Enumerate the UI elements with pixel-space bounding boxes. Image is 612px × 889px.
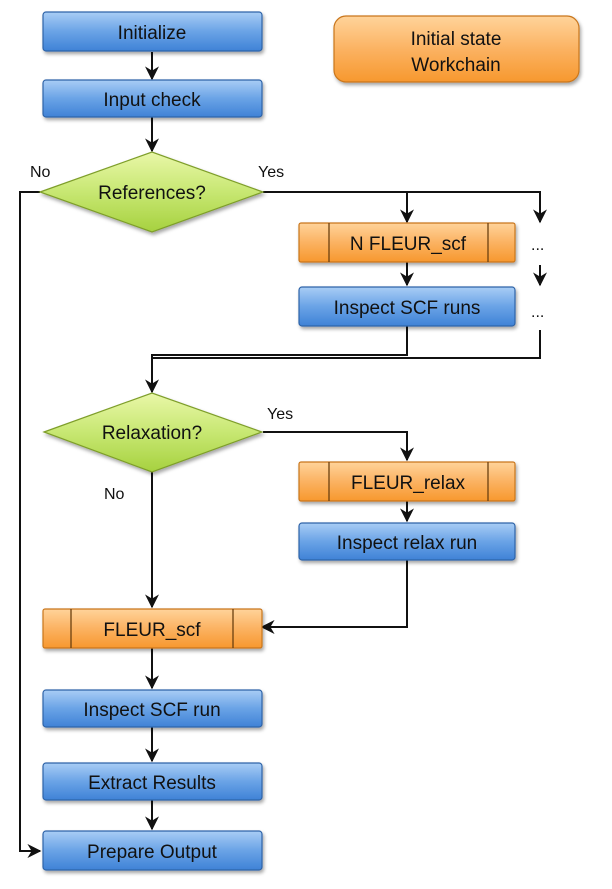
relaxation-no-label: No: [104, 486, 125, 503]
edge-relaxation-yes: [263, 431, 414, 462]
node-fleur-scf-label: FLEUR_scf: [103, 620, 201, 641]
edge-parallel-merge: [152, 330, 541, 359]
node-initialize-label: Initialize: [118, 23, 187, 44]
references-no-label: No: [30, 164, 51, 181]
node-inspect-relax-run-label: Inspect relax run: [337, 533, 477, 554]
decision-references-label: References?: [98, 183, 206, 204]
node-fleur-scf: FLEUR_scf: [42, 608, 263, 649]
node-input-check: Input check: [42, 79, 263, 118]
node-inspect-relax-run: Inspect relax run: [298, 522, 516, 561]
node-inspect-scf-run: Inspect SCF run: [42, 689, 263, 728]
node-inspect-scf-runs: Inspect SCF runs: [298, 286, 516, 327]
legend-line2: Workchain: [411, 55, 500, 76]
references-yes-label: Yes: [258, 164, 284, 181]
node-fleur-relax: FLEUR_relax: [298, 461, 516, 502]
edge-inspect-relax-fleur-scf: [260, 560, 408, 634]
legend-workchain: Initial state Workchain: [333, 15, 580, 83]
node-n-fleur-scf: N FLEUR_scf: [298, 222, 516, 263]
node-prepare-output-label: Prepare Output: [87, 842, 218, 863]
relaxation-yes-label: Yes: [267, 406, 293, 423]
node-extract-results-label: Extract Results: [88, 773, 216, 794]
node-inspect-scf-run-label: Inspect SCF run: [83, 700, 220, 721]
edge-references-yes: [263, 191, 547, 224]
parallel-ellipsis-bottom: ...: [531, 304, 544, 321]
node-input-check-label: Input check: [103, 90, 201, 111]
edge-inspect-scf-runs-merge: [145, 326, 408, 394]
parallel-ellipsis-top: ...: [531, 237, 544, 254]
node-fleur-relax-label: FLEUR_relax: [351, 473, 466, 494]
node-initialize: Initialize: [42, 11, 263, 52]
node-extract-results: Extract Results: [42, 762, 263, 801]
node-n-fleur-scf-label: N FLEUR_scf: [350, 234, 467, 255]
decision-relaxation: Relaxation?: [42, 392, 264, 473]
decision-references: References?: [38, 151, 265, 233]
legend-line1: Initial state: [411, 29, 502, 50]
connectors: [19, 52, 547, 858]
decision-relaxation-label: Relaxation?: [102, 423, 202, 444]
edge-references-no: [19, 191, 42, 858]
node-prepare-output: Prepare Output: [42, 830, 263, 871]
node-inspect-scf-runs-label: Inspect SCF runs: [334, 298, 481, 319]
